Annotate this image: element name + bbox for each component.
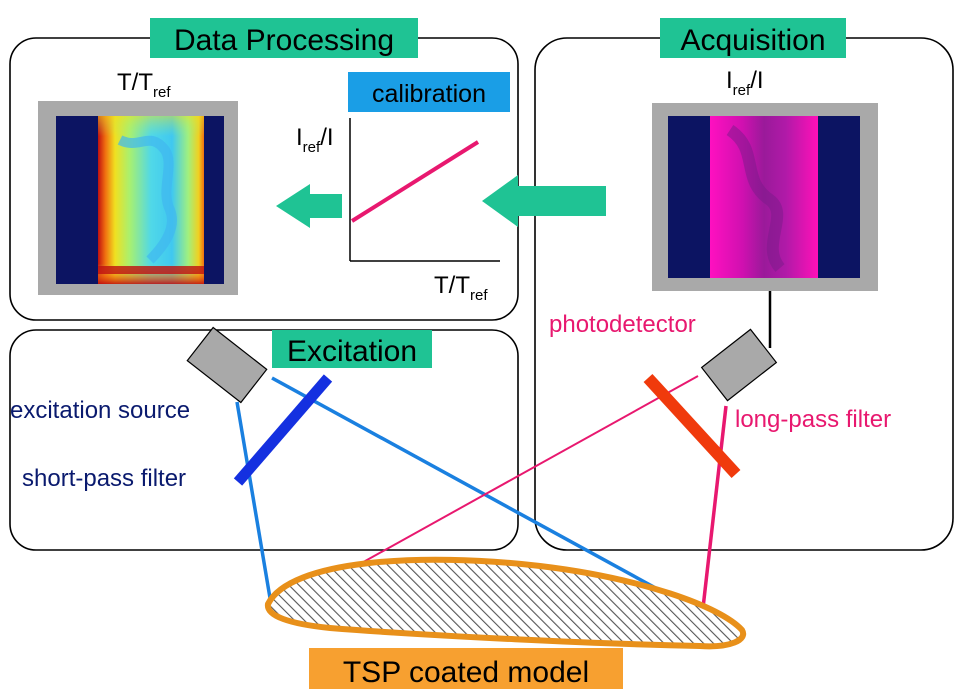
photodetector-icon	[700, 328, 778, 402]
data-processing-title: Data Processing	[150, 18, 418, 58]
excitation-ray-left	[235, 401, 272, 599]
short-pass-filter-label: short-pass filter	[22, 465, 186, 492]
emission-ray-right	[701, 405, 728, 609]
model-label: TSP coated model	[309, 648, 623, 689]
excitation-source-label: excitation source	[10, 397, 190, 424]
airfoil-model	[265, 556, 747, 650]
svg-text:Data Processing: Data Processing	[174, 24, 394, 57]
arrow-to-processed	[276, 184, 342, 228]
processed-temperature-image	[38, 101, 238, 295]
svg-text:calibration: calibration	[372, 80, 486, 108]
photodetector-label: photodetector	[549, 311, 696, 338]
acquired-image-label: Iref/I	[726, 67, 764, 99]
svg-text:Excitation: Excitation	[287, 335, 417, 368]
short-pass-filter-icon	[233, 374, 333, 486]
excitation-ray-right	[271, 376, 684, 605]
svg-text:Acquisition: Acquisition	[680, 24, 825, 57]
acquisition-title: Acquisition	[660, 18, 846, 58]
calibration-y-label: Iref/I	[296, 124, 334, 156]
svg-text:TSP coated model: TSP coated model	[343, 656, 589, 689]
calibration-line	[350, 140, 480, 223]
calibration-title: calibration	[348, 72, 510, 112]
emission-ray-left	[357, 375, 699, 566]
excitation-source-icon	[186, 326, 268, 404]
excitation-title: Excitation	[272, 330, 432, 368]
processed-image-label: T/Tref	[117, 69, 171, 101]
acquired-intensity-image	[652, 103, 878, 291]
excitation-box	[9, 329, 519, 551]
long-pass-filter-label: long-pass filter	[735, 406, 891, 433]
arrow-to-calibration	[482, 175, 606, 227]
long-pass-filter-icon	[643, 373, 741, 479]
calibration-x-label: T/Tref	[434, 272, 488, 304]
